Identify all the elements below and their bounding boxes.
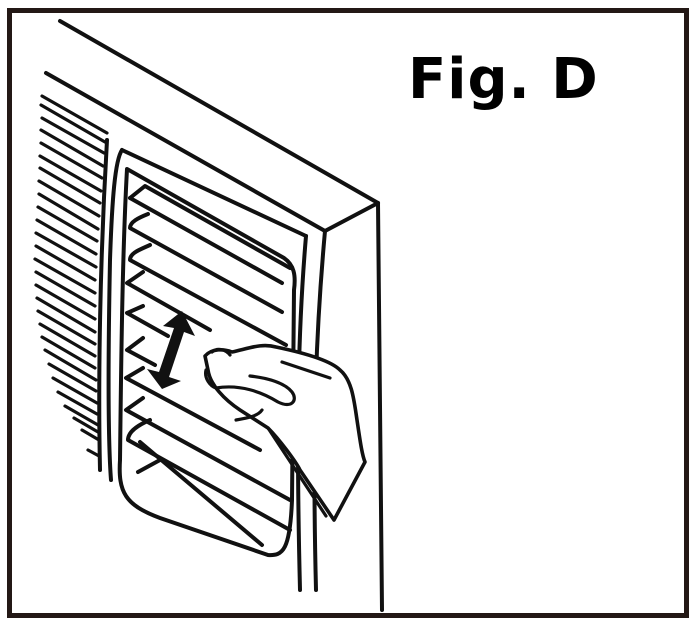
vent-frame (106, 148, 308, 558)
louvers (124, 184, 292, 547)
figure-label: Fig. D (408, 47, 599, 112)
double-headed-arrow-icon (147, 311, 195, 389)
cabinet-outline (44, 19, 384, 612)
side-grille (33, 94, 109, 472)
hand (203, 343, 367, 522)
